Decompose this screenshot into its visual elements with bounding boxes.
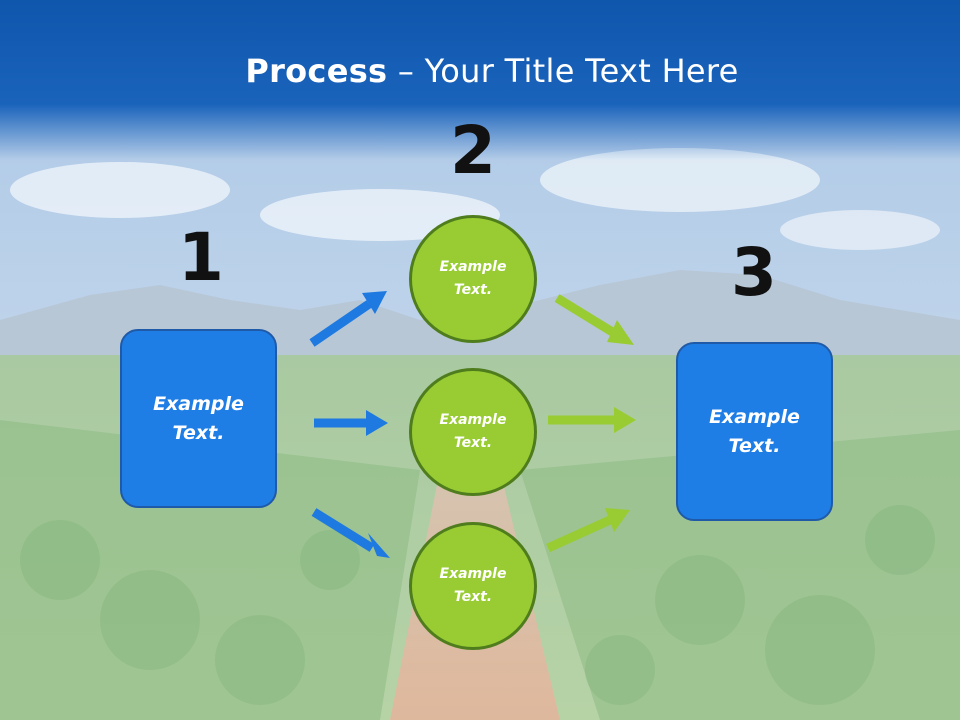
bottom-circle-text: Example Text. — [439, 566, 507, 605]
middle-circle-text: Example Text. — [439, 412, 507, 451]
arrow-top-to-right — [554, 294, 634, 345]
top-circle: Example Text. — [409, 215, 537, 343]
arrow-left-to-top — [309, 291, 387, 347]
top-circle-text: Example Text. — [439, 259, 507, 298]
left-process-box: Example Text. — [120, 329, 277, 508]
arrow-bottom-to-right — [546, 508, 630, 553]
slide-title-bold: Process — [245, 52, 388, 90]
slide-title-rest: – Your Title Text Here — [387, 52, 739, 90]
left-box-text: Example Text. — [153, 392, 244, 444]
bottom-circle: Example Text. — [409, 522, 537, 650]
right-process-box: Example Text. — [676, 342, 833, 521]
arrow-middle-to-right — [548, 407, 636, 433]
arrow-left-to-bottom — [311, 508, 390, 558]
middle-circle: Example Text. — [409, 368, 537, 496]
step-1-number: 1 — [178, 219, 224, 296]
arrow-left-to-middle — [314, 410, 388, 436]
slide-title: Process – Your Title Text Here — [0, 52, 960, 90]
right-box-text: Example Text. — [709, 405, 800, 457]
step-2-number: 2 — [450, 112, 496, 189]
step-3-number: 3 — [731, 234, 777, 311]
